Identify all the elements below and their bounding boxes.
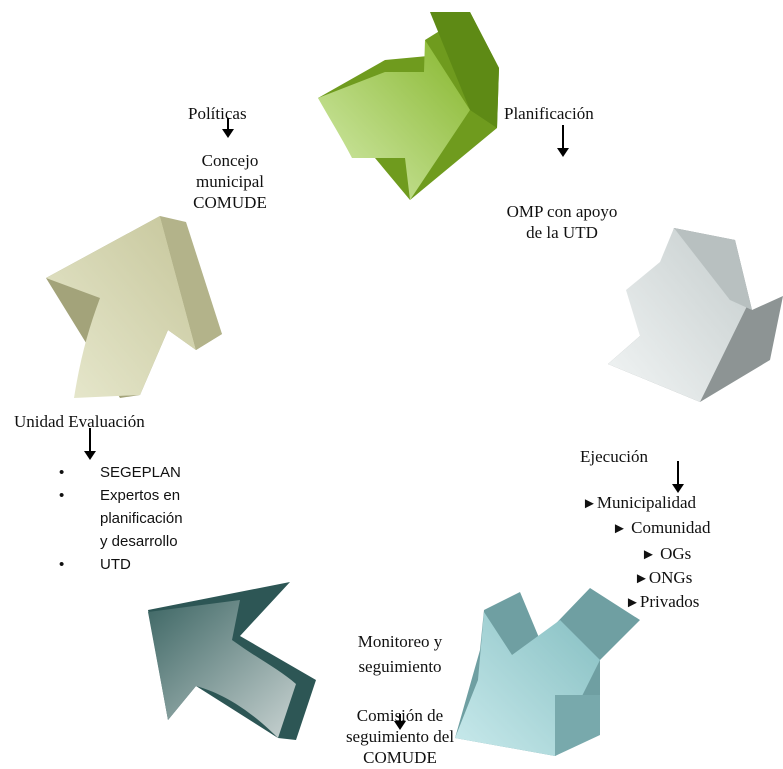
triangle-marker-icon: ► (625, 595, 640, 611)
ejecucion-actor-item: ► OGs (641, 544, 692, 563)
stage-politicas-actor: Concejo municipal COMUDE (193, 151, 267, 212)
down-arrow-icon (222, 118, 234, 138)
ejecucion-actor-item: ►Municipalidad (582, 493, 697, 512)
stage-monitoreo-actor: Comisión de seguimiento del COMUDE (345, 706, 455, 767)
down-arrow-icon (557, 125, 569, 157)
down-arrow-icon (672, 461, 684, 493)
stage-planificacion-title: Planificación (504, 104, 594, 123)
teal-arrow-shape (148, 582, 316, 740)
stage-monitoreo-title: Monitoreo y seguimiento (357, 632, 443, 676)
khaki-arrow-shape (46, 216, 222, 398)
down-arrow-icon (394, 714, 406, 730)
triangle-marker-icon: ► (634, 571, 649, 587)
bullet-icon: • (59, 464, 65, 481)
stage-ejecucion-title: Ejecución (580, 447, 648, 466)
down-arrow-icon (84, 428, 96, 460)
green-arrow-shape (318, 12, 499, 200)
bullet-icon: • (59, 556, 65, 573)
stage-planificacion-actor: OMP con apoyo de la UTD (506, 202, 618, 242)
triangle-marker-icon: ► (582, 496, 597, 512)
gray-arrow-shape (608, 228, 783, 402)
stage-evaluacion-title: Unidad Evaluación (14, 412, 145, 431)
list-item: •UTD (59, 553, 183, 576)
list-item: •SEGEPLAN (59, 461, 183, 484)
triangle-marker-icon: ► (612, 521, 627, 537)
cyan-arrow-shape (455, 588, 640, 756)
stage-politicas-title: Políticas (188, 104, 247, 123)
ejecucion-actor-item: ► Comunidad (612, 518, 711, 537)
triangle-marker-icon: ► (641, 547, 656, 563)
ejecucion-actor-item: ►ONGs (634, 568, 693, 587)
bullet-icon: • (59, 487, 65, 504)
ejecucion-actor-item: ►Privados (625, 592, 700, 611)
